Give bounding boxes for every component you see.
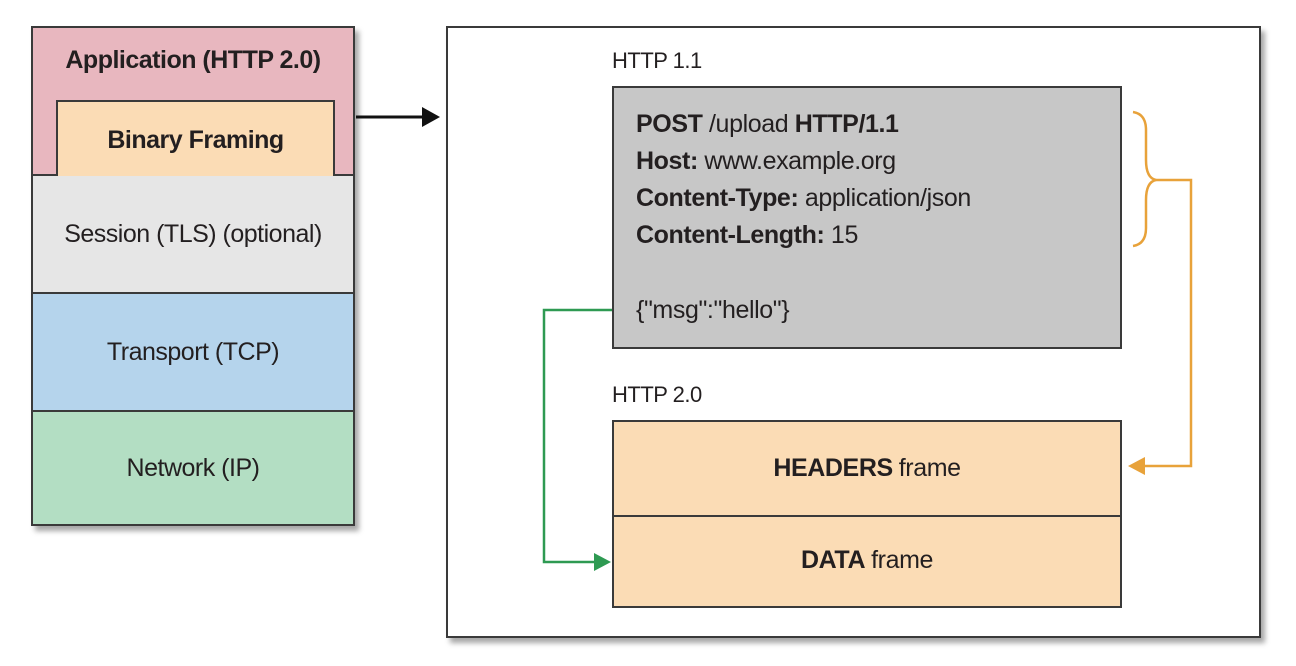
protocol-stack: Application (HTTP 2.0) Binary Framing Se… <box>31 26 355 526</box>
content-length-key: Content-Length: <box>636 221 825 249</box>
request-body: {"msg":"hello"} <box>636 296 790 324</box>
application-layer-label: Application (HTTP 2.0) <box>65 46 321 74</box>
content-length-value: 15 <box>824 221 858 249</box>
host-header-value: www.example.org <box>697 147 896 175</box>
application-layer: Application (HTTP 2.0) Binary Framing <box>33 28 353 178</box>
headers-brace <box>1132 110 1157 248</box>
content-type-key: Content-Type: <box>636 184 799 212</box>
http11-request-box: POST /upload HTTP/1.1 Host: www.example.… <box>612 86 1122 349</box>
binary-framing-layer: Binary Framing <box>56 100 335 178</box>
host-header-key: Host: <box>636 147 698 175</box>
content-length-header: Content-Length: 15 <box>636 221 858 250</box>
http11-label: HTTP 1.1 <box>612 48 702 73</box>
headers-connector-arrow <box>1128 178 1193 475</box>
request-line: POST /upload HTTP/1.1 <box>636 110 899 139</box>
headers-frame-name: HEADERS <box>773 454 893 482</box>
stack-to-panel-arrow <box>356 107 440 127</box>
data-frame-suffix: frame <box>871 546 934 574</box>
content-type-value: application/json <box>798 184 971 212</box>
content-type-header: Content-Type: application/json <box>636 184 971 213</box>
request-path: /upload <box>702 110 795 138</box>
http20-label: HTTP 2.0 <box>612 382 702 407</box>
request-version: HTTP/1.1 <box>794 110 899 138</box>
request-method: POST <box>636 110 703 138</box>
headers-frame-suffix: frame <box>898 454 961 482</box>
session-layer: Session (TLS) (optional) <box>33 176 353 294</box>
transport-layer: Transport (TCP) <box>33 294 353 412</box>
data-frame-name: DATA <box>800 546 866 574</box>
host-header: Host: www.example.org <box>636 147 896 176</box>
body-connector-arrow <box>542 308 612 571</box>
network-layer: Network (IP) <box>33 412 353 524</box>
